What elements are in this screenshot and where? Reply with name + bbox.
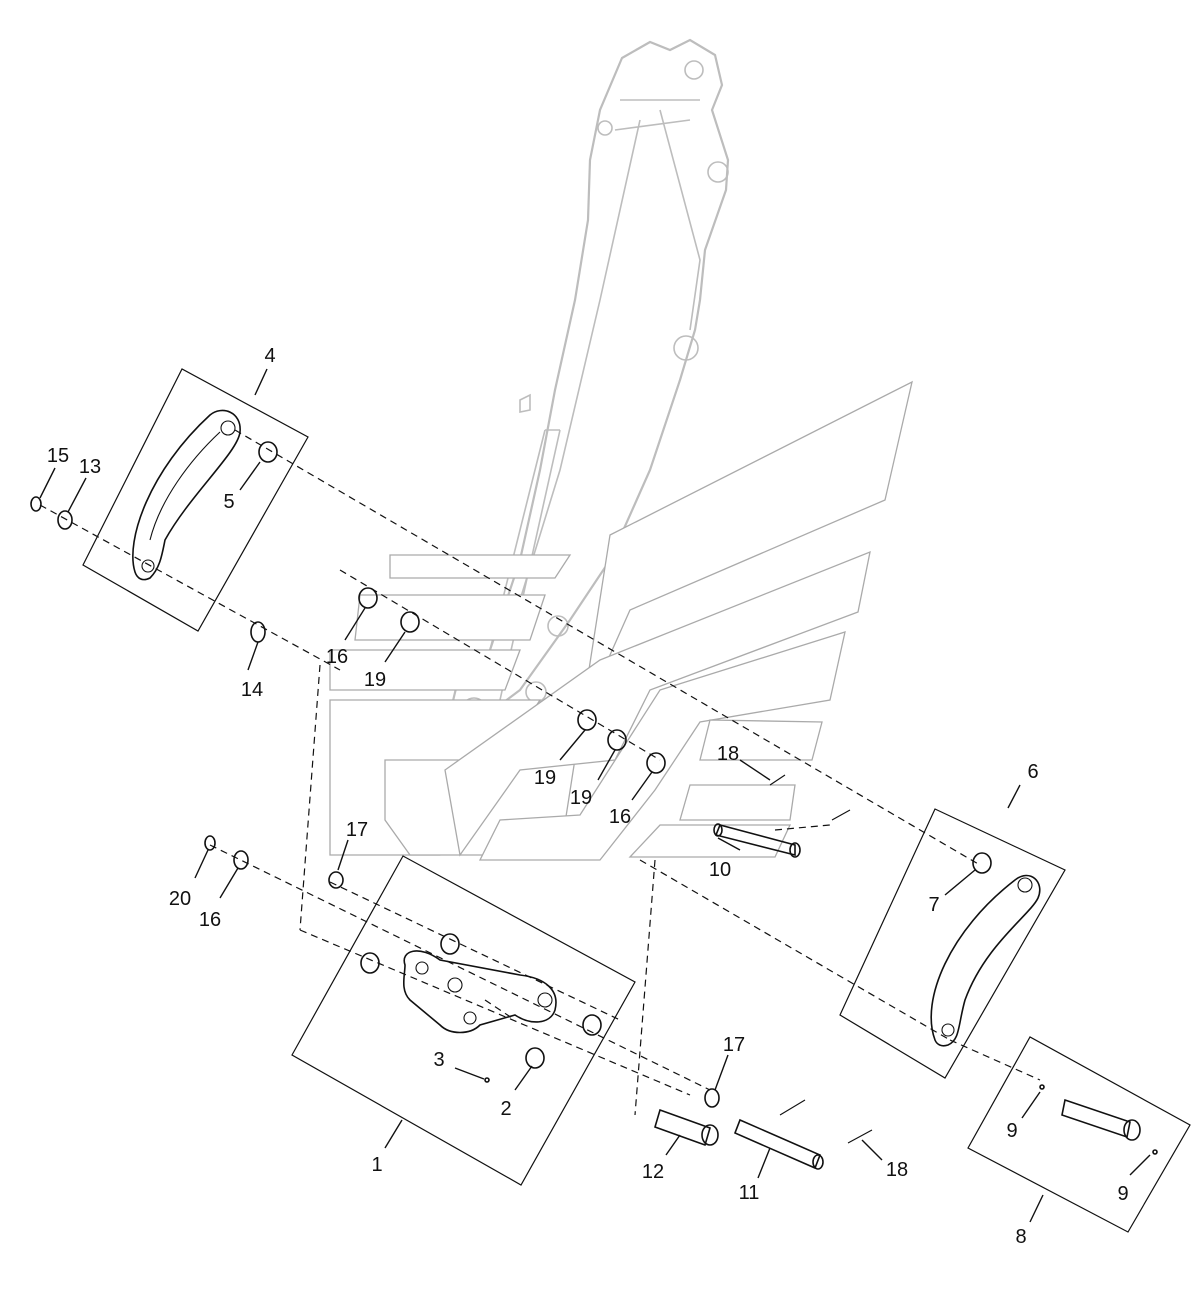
washers	[30, 496, 720, 1108]
callout-16: 16	[199, 909, 221, 931]
callout-5: 5	[223, 491, 234, 513]
callout-18: 18	[886, 1159, 908, 1181]
callout-19: 19	[364, 669, 386, 691]
callout-1: 1	[371, 1154, 382, 1176]
group-box-4	[82, 368, 309, 632]
callout-18: 18	[717, 743, 739, 765]
callout-9: 9	[1117, 1183, 1128, 1205]
callout-14: 14	[241, 679, 263, 701]
callout-11: 11	[739, 1182, 760, 1204]
callout-17: 17	[346, 819, 368, 841]
callout-2: 2	[500, 1098, 511, 1120]
callout-15: 15	[47, 445, 69, 467]
callout-10: 10	[709, 859, 731, 881]
group-box-1	[291, 855, 636, 1186]
callout-16: 16	[326, 646, 348, 668]
pins	[484, 774, 1158, 1170]
callout-17: 17	[723, 1034, 745, 1056]
link-plate-left	[132, 409, 241, 581]
callout-19: 19	[534, 767, 556, 789]
assembly-lines	[39, 429, 1041, 1116]
callout-3: 3	[433, 1049, 444, 1071]
callout-16: 16	[609, 806, 631, 828]
callout-19: 19	[570, 787, 592, 809]
group-box-8	[967, 1036, 1191, 1233]
group-boxes	[82, 368, 1191, 1233]
group-box-6	[839, 808, 1066, 1079]
callout-6: 6	[1027, 761, 1038, 783]
callout-7: 7	[928, 894, 939, 916]
callout-8: 8	[1015, 1226, 1026, 1248]
callout-12: 12	[642, 1161, 664, 1183]
watermark-logo	[329, 380, 913, 861]
bushings	[258, 441, 992, 1069]
rocker-link	[402, 950, 557, 1034]
leader-lines	[39, 368, 1151, 1223]
callout-4: 4	[264, 345, 275, 367]
callout-9: 9	[1006, 1120, 1017, 1142]
callout-20: 20	[169, 888, 191, 910]
link-plate-right	[930, 874, 1041, 1047]
callout-13: 13	[79, 456, 101, 478]
callout-labels: 4 15 13 5 14 16 19 19 19 16 18 10 6 7 17…	[47, 345, 1129, 1248]
